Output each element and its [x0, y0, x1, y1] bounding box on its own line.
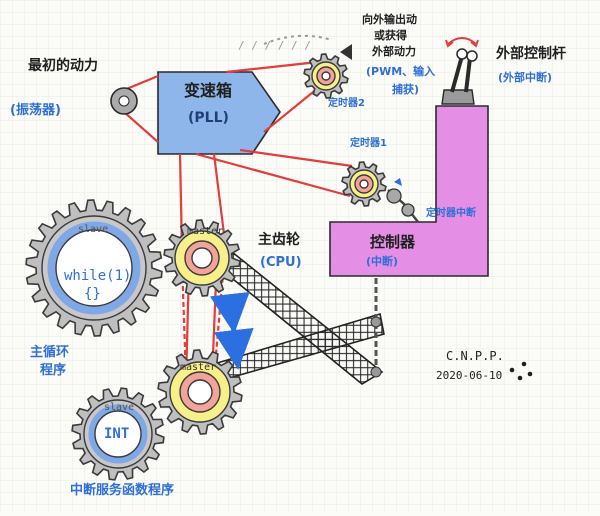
controller-title: 控制器 — [370, 233, 416, 251]
main-loop-label-line2: 程序 — [40, 363, 67, 378]
timer1-label: 定时器1 — [350, 138, 387, 149]
external-lever-subtitle: (外部中断) — [498, 71, 553, 84]
controller-block — [329, 105, 489, 277]
timer-interrupt-connector — [386, 178, 419, 223]
int-gear-slave-label: slave — [104, 402, 135, 413]
gearbox-block — [157, 71, 281, 155]
timer-interrupt-label: 定时器中断 — [426, 208, 476, 219]
signature-date: 2020-06-10 — [436, 369, 503, 382]
controller-subtitle: (中断) — [366, 255, 399, 268]
pwm-label: (PWM、输入 — [366, 65, 436, 78]
direction-arrow-icon — [340, 44, 352, 60]
rotation-arrow — [263, 34, 333, 45]
main-gear-master-label: master — [187, 226, 224, 237]
oscillator-wheel — [110, 87, 138, 115]
oscillator-title: 最初的动力 — [28, 58, 98, 74]
timer1-gear — [341, 161, 387, 207]
main-gear-subtitle: (CPU) — [260, 255, 302, 270]
main-cpu-gear — [163, 219, 241, 297]
lower-master-gear — [157, 349, 243, 435]
slave-gear-label: slave — [78, 224, 109, 235]
main-loop-gear — [25, 199, 163, 337]
signature-name: C.N.P.P. — [446, 349, 504, 363]
isr-label: 中断服务函数程序 — [70, 483, 175, 498]
external-input-line2: 或获得 — [374, 29, 407, 42]
external-input-line1: 向外输出动 — [362, 13, 417, 26]
main-loop-code-line2: {} — [84, 286, 101, 302]
lower-gear-master-label: master — [180, 362, 217, 373]
isr-int-gear — [71, 387, 165, 481]
gearbox-title: 变速箱 — [184, 81, 233, 100]
timer2-label: 定时器2 — [328, 98, 365, 109]
main-loop-label-line1: 主循环 — [30, 345, 70, 360]
oscillator-subtitle: (振荡器) — [10, 103, 61, 118]
signature-dots — [509, 361, 533, 381]
timer2-gear — [303, 53, 349, 99]
external-input-line3: 外部动力 — [372, 45, 416, 58]
external-lever-title: 外部控制杆 — [496, 46, 566, 62]
gearbox-subtitle: (PLL) — [188, 110, 229, 126]
motion-marks: / / / / / / — [238, 39, 311, 52]
external-lever — [441, 37, 479, 105]
int-gear-label: INT — [104, 426, 130, 442]
main-loop-code-line1: while(1) — [64, 268, 132, 284]
adjust-arrow — [209, 291, 254, 370]
main-gear-title: 主齿轮 — [258, 232, 300, 248]
capture-label: 捕获) — [392, 83, 420, 96]
